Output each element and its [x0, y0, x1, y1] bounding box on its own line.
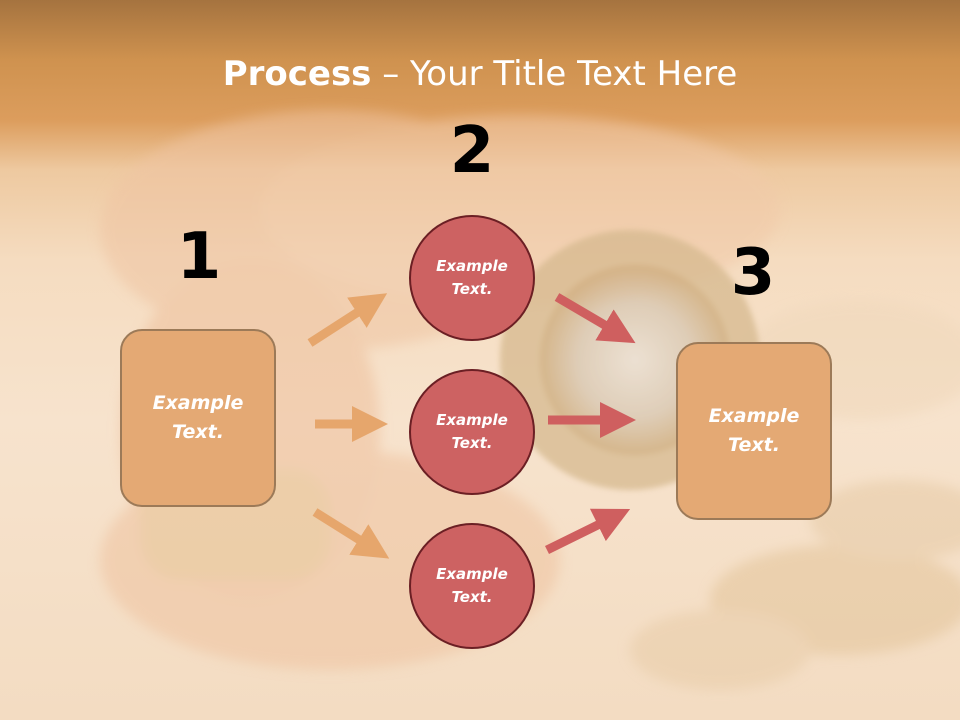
- step-number-1: 1: [176, 220, 222, 294]
- circle-middle[interactable]: Example Text.: [409, 369, 535, 495]
- step-number-3: 3: [730, 236, 776, 310]
- title-rest: – Your Title Text Here: [371, 54, 738, 94]
- step-number-2: 2: [449, 114, 495, 188]
- circle-bottom-label: Example Text.: [436, 565, 508, 606]
- circle-bottom[interactable]: Example Text.: [409, 523, 535, 649]
- right-box[interactable]: Example Text.: [676, 342, 832, 520]
- circle-top-label: Example Text.: [436, 257, 508, 298]
- arrow-right-down: [554, 293, 636, 344]
- arrow-left-down: [312, 508, 390, 559]
- left-box-label: Example Text.: [152, 392, 244, 443]
- circle-middle-label: Example Text.: [436, 411, 508, 452]
- arrow-left-up: [307, 293, 388, 347]
- left-box[interactable]: Example Text.: [120, 329, 276, 507]
- arrow-right-up: [545, 508, 631, 555]
- title-bold: Process: [222, 54, 372, 94]
- right-box-label: Example Text.: [708, 405, 800, 456]
- slide-title: Process – Your Title Text Here: [0, 52, 960, 96]
- circle-top[interactable]: Example Text.: [409, 215, 535, 341]
